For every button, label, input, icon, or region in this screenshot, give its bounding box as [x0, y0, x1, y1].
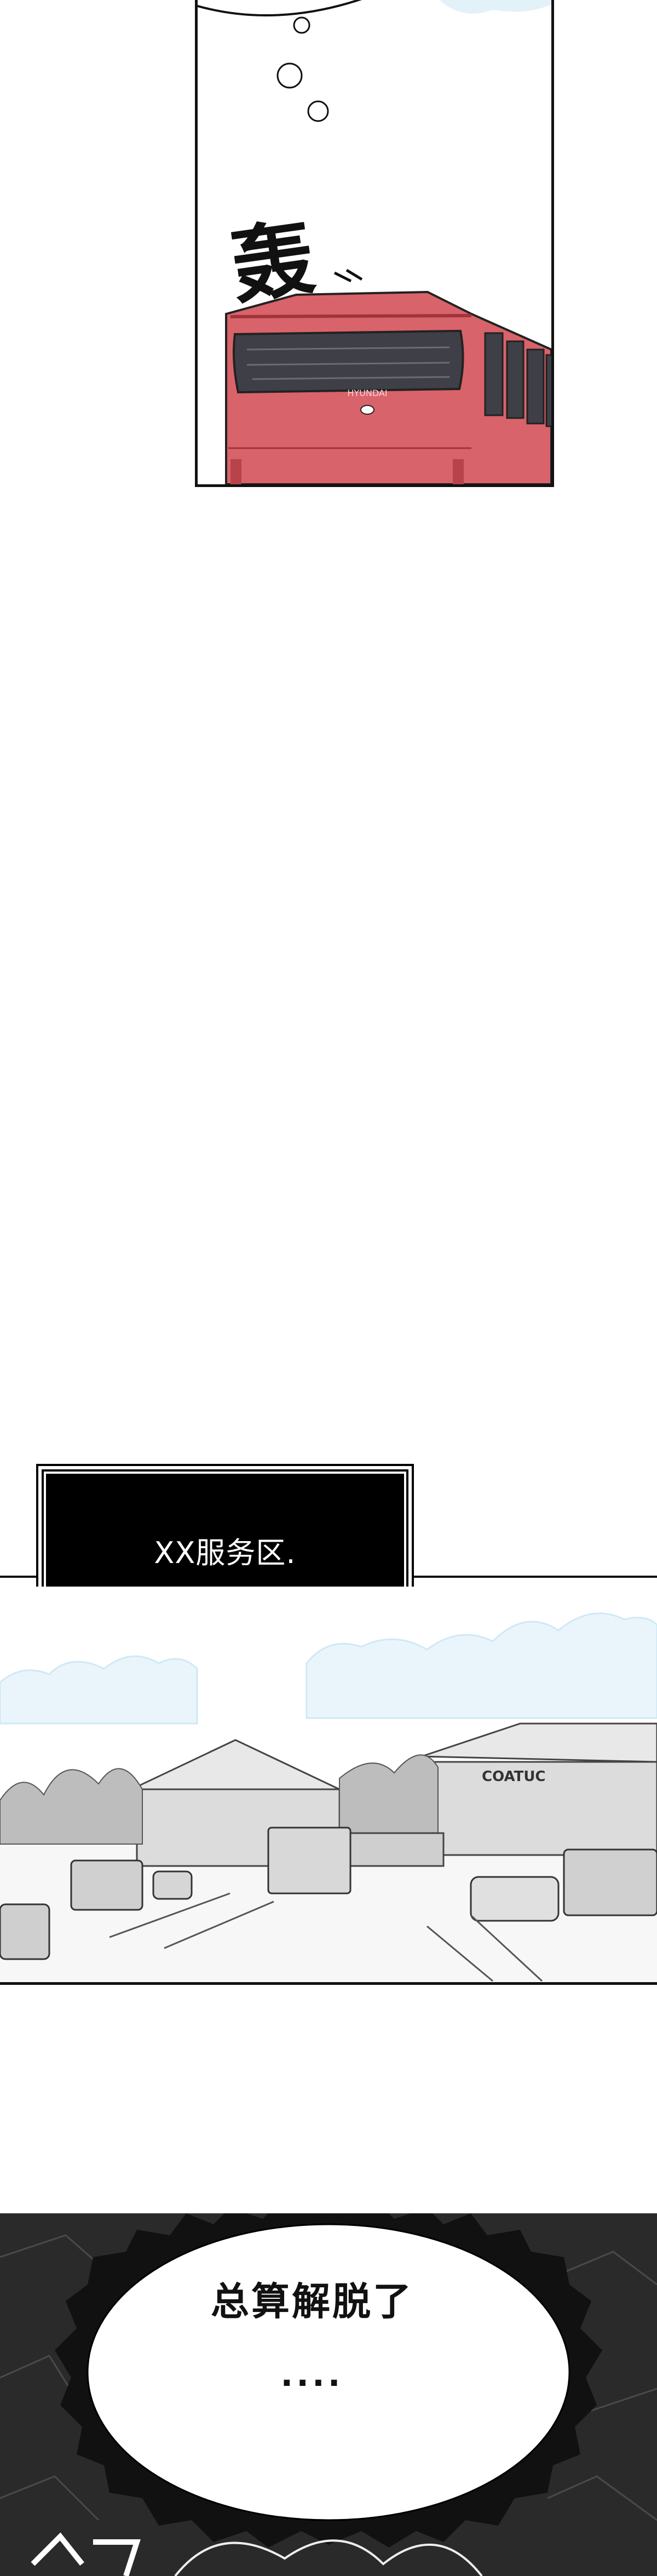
divider-right	[414, 1576, 657, 1578]
caption-text: XX服务区.	[154, 1535, 296, 1570]
bus-panel: HYUNDAI 轰	[195, 0, 554, 487]
service-area-panel: COATUC	[0, 1587, 657, 1985]
service-area-illustration: COATUC	[0, 1612, 657, 1982]
building-sign: COATUC	[482, 1768, 546, 1785]
thought-text: 总算解脱了	[211, 2279, 413, 2324]
bus-illustration: HYUNDAI	[198, 0, 551, 484]
divider-left	[0, 1576, 36, 1578]
thought-ellipsis: ....	[280, 2356, 344, 2394]
sound-effect-text: 轰	[225, 209, 320, 316]
bus-brand: HYUNDAI	[347, 388, 387, 398]
dark-panel	[0, 2213, 657, 2576]
thought-burst-illustration	[0, 2213, 657, 2576]
